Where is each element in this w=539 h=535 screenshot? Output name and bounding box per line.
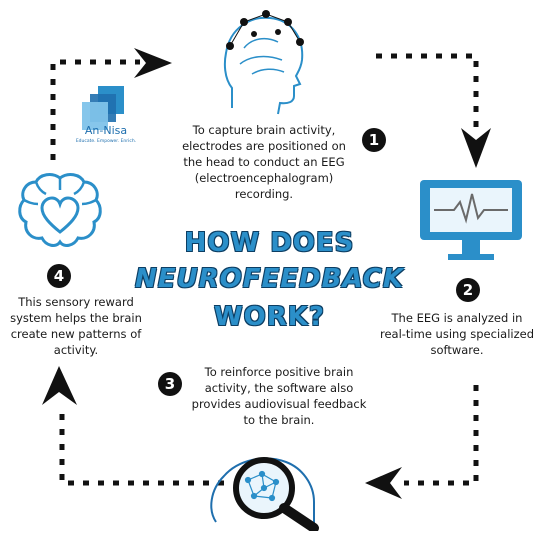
brain-heart-icon [16,170,104,254]
step-2-badge: 2 [456,278,480,302]
step-1-badge: 1 [362,128,386,152]
logo [80,84,132,134]
title-line-3: WORK? [213,302,326,332]
arrow-right-top-icon [134,48,172,78]
path-segment-4-to-1 [50,59,140,160]
path-segment-1-to-2 [376,53,479,128]
logo-mark-icon [82,86,124,130]
arrow-up-left-icon [42,366,77,405]
step-3-text: To reinforce positive brain activity, th… [191,365,367,427]
title-line-2: NEUROFEEDBACK [135,264,404,294]
arrow-left-bottom-icon [365,467,402,499]
step-3-badge: 3 [158,372,182,396]
path-segment-3-to-4 [59,405,224,486]
logo-tagline: Educate. Empower. Enrich. [75,139,137,144]
path-segment-2-to-3 [404,385,479,486]
step-1-text: To capture brain activity, electrodes ar… [182,123,346,201]
logo-name: An-Nisa [84,124,128,137]
step-4-badge: 4 [47,264,71,288]
step-2-text: The EEG is analyzed in real-time using s… [379,311,535,357]
step-4-text: This sensory reward system helps the bra… [10,295,142,357]
arrow-down-right-icon [461,128,491,168]
title-line-1: HOW DOES [184,228,355,258]
head-with-electrodes-icon [222,8,308,118]
monitor-waveform-icon [418,178,524,264]
brain-magnifier-icon [202,432,330,533]
